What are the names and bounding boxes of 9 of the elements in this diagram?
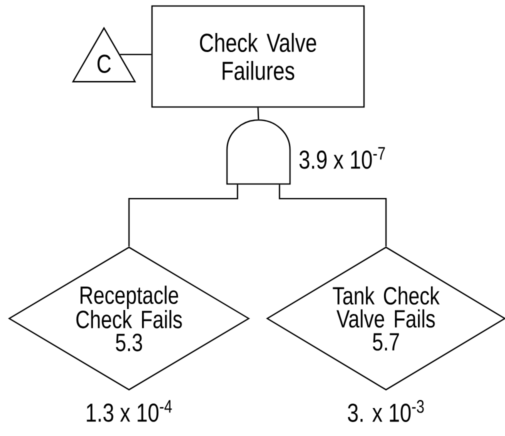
connector-line [278,184,387,246]
connector-line [120,54,152,56]
connector-line [128,184,238,246]
connector-line [257,108,260,120]
and-gate [226,119,291,185]
event-box: Check Valve Failures [151,5,365,108]
probability-label: 1.3 x 10$^{-4}$ [86,400,172,422]
probability-label: 3.9 x 10$^{-7}$ [299,147,385,169]
probability-label: 3. x 10$^{-3}$ [348,400,424,422]
